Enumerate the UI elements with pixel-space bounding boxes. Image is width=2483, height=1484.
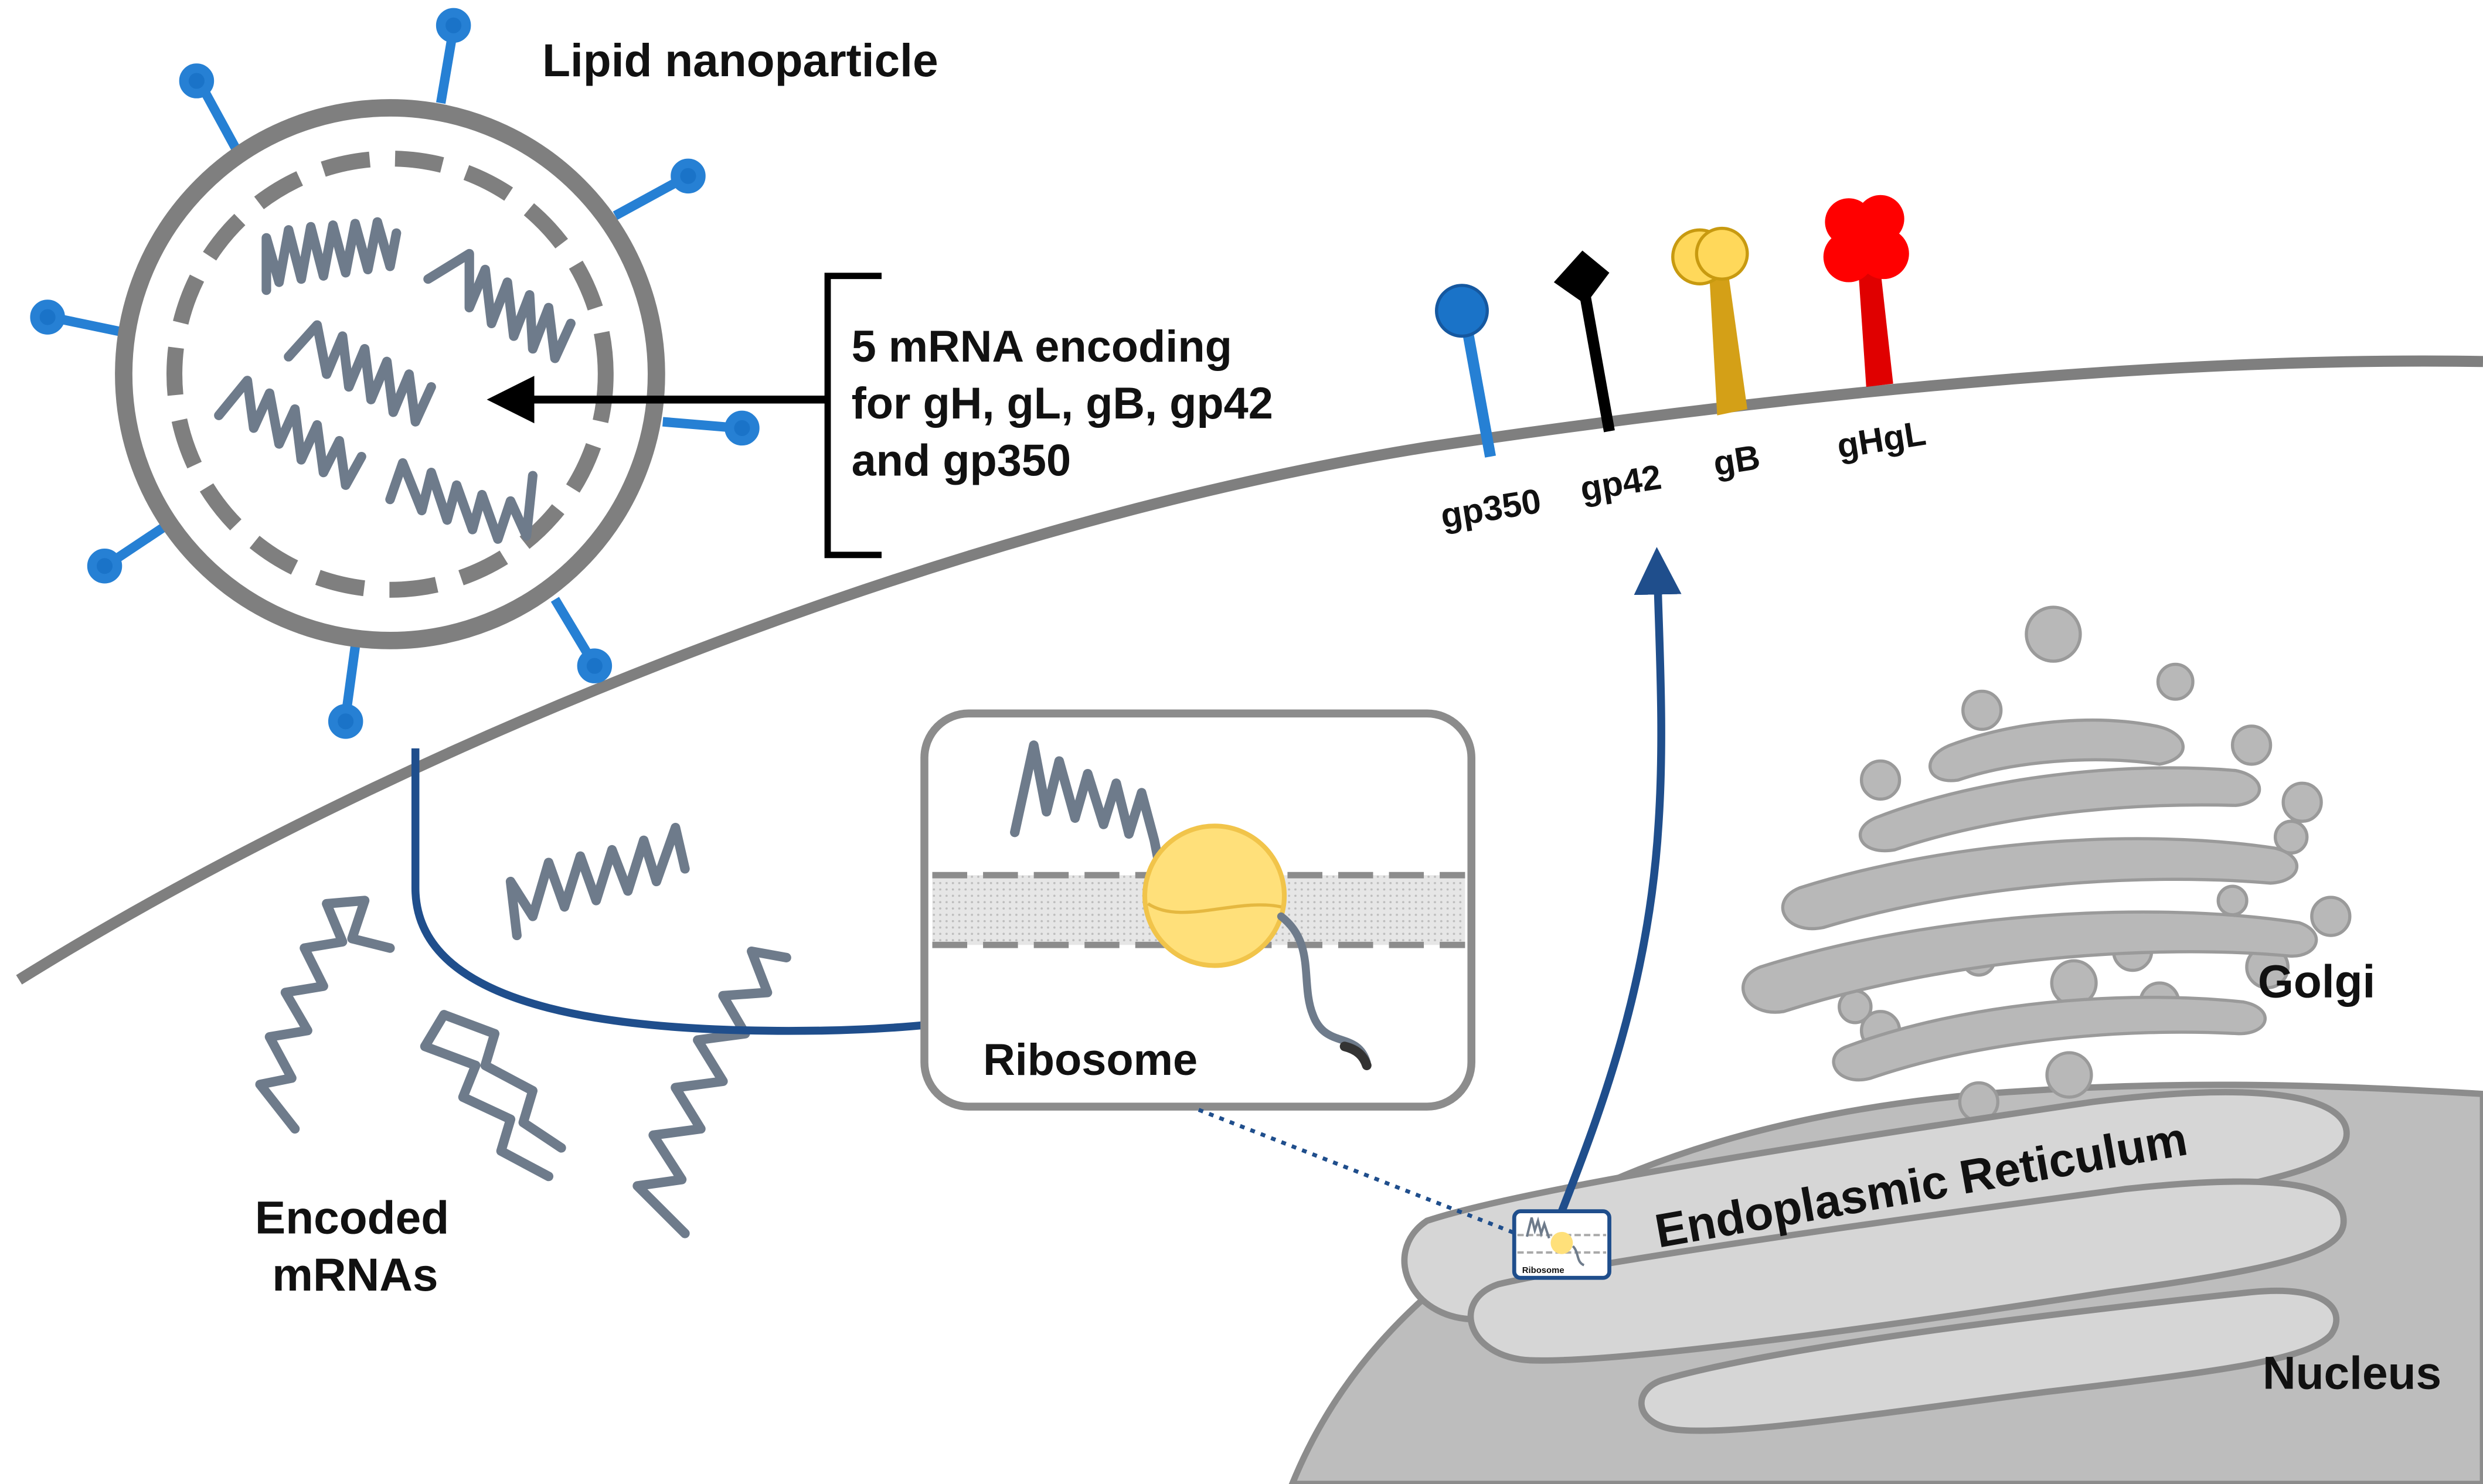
ribosome-label: Ribosome bbox=[983, 1035, 1198, 1085]
protein-label-gp42: gp42 bbox=[1577, 457, 1664, 509]
ribosome bbox=[1142, 823, 1287, 968]
ribosome-panel-mrna bbox=[1010, 740, 1166, 877]
encoding-text-line3: and gp350 bbox=[852, 436, 1072, 486]
encoded-mrnas-label-line2: mRNAs bbox=[272, 1249, 438, 1301]
cell-membrane bbox=[16, 355, 2483, 985]
encoded-mrnas bbox=[255, 822, 791, 1238]
golgi-label: Golgi bbox=[2258, 956, 2375, 1008]
golgi bbox=[1741, 605, 2352, 1123]
protein-gp42 bbox=[1553, 250, 1615, 433]
arrow-er-to-membrane bbox=[1558, 547, 1682, 1213]
membrane-proteins: gp350 gp42 gB gHgL bbox=[1435, 195, 1928, 536]
encoding-callout: 5 mRNA encoding for gH, gL, gB, gp42 and… bbox=[487, 273, 1273, 559]
encoded-mrnas-label-line1: Encoded bbox=[255, 1192, 449, 1244]
lipid-nanoparticle-label: Lipid nanoparticle bbox=[542, 35, 938, 86]
endoplasmic-reticulum bbox=[1401, 1089, 2350, 1434]
ribosome-panel: Ribosome bbox=[920, 709, 1475, 1111]
lipid-nanoparticle: Lipid nanoparticle bbox=[30, 8, 938, 739]
protein-gB bbox=[1671, 226, 1749, 416]
encoding-text-line2: for gH, gL, gB, gp42 bbox=[852, 379, 1273, 428]
ribosome-inset-label: Ribosome bbox=[1522, 1266, 1564, 1275]
bracket bbox=[824, 273, 882, 559]
protein-gHgL bbox=[1823, 195, 1909, 387]
encoding-text-line1: 5 mRNA encoding bbox=[852, 322, 1232, 372]
nucleus-label: Nucleus bbox=[2263, 1347, 2441, 1399]
protein-gp350 bbox=[1435, 284, 1496, 458]
protein-label-gHgL: gHgL bbox=[1834, 413, 1928, 466]
zoom-connector bbox=[1198, 1108, 1517, 1235]
protein-label-gp350: gp350 bbox=[1438, 481, 1543, 536]
ribosome-inset: Ribosome bbox=[1512, 1209, 1611, 1280]
protein-label-gB: gB bbox=[1710, 437, 1763, 484]
